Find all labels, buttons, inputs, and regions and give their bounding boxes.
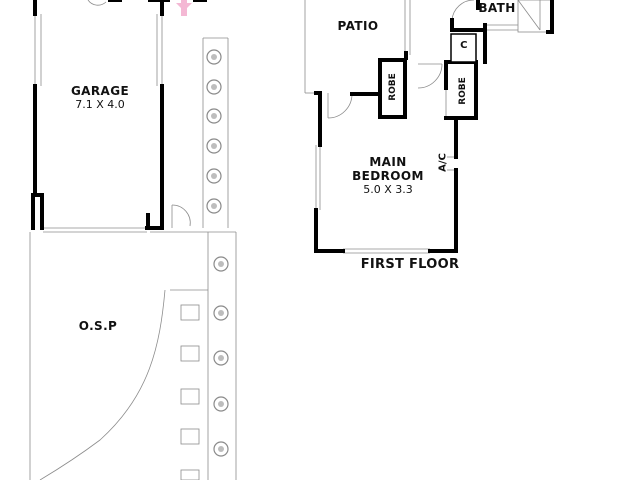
main-bedroom-label-line2: BEDROOM [352,169,424,183]
main-bedroom-label-line1: MAIN [369,155,407,169]
entry-arrow-icon [176,0,192,16]
shrub-icons [206,49,229,457]
robe-left-label: ROBE [388,73,398,101]
robe-right-label: ROBE [458,77,468,105]
thin-lines [29,0,553,480]
bath-label: BATH [478,1,516,15]
robe-boxes [450,33,477,63]
cupboard-label: C [460,40,468,51]
walls [31,0,554,253]
ac-label: A/C [437,153,449,172]
osp-label: O.S.P [78,319,118,333]
floor-title: FIRST FLOOR [360,257,460,272]
garage-size: 7.1 X 4.0 [75,98,125,111]
garage-label: GARAGE [70,84,130,98]
main-bedroom-size: 5.0 X 3.3 [363,183,413,196]
patio-label: PATIO [337,19,379,33]
